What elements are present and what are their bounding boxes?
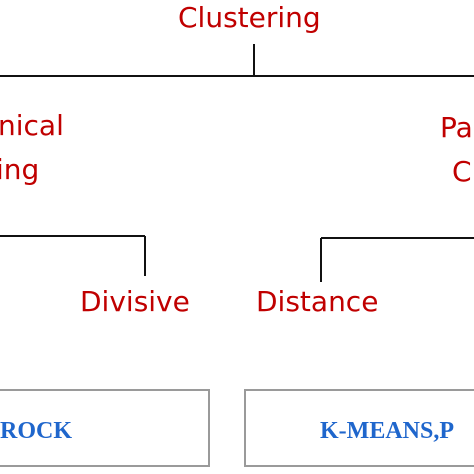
right-branch-label-line1: Pa: [440, 111, 473, 144]
left-branch-label-line1: nical: [0, 109, 64, 142]
left-algorithm-text: ROCK: [0, 418, 72, 444]
right-algorithm-text: K-MEANS,P: [320, 418, 454, 444]
right-algorithm-box: [244, 389, 474, 467]
root-node-label: Clustering: [178, 1, 321, 34]
distance-node-label: Distance: [256, 285, 379, 318]
left-algorithm-box: [0, 389, 210, 467]
divisive-node-label: Divisive: [80, 285, 190, 318]
right-branch-label-line2: C: [452, 155, 472, 188]
left-branch-label-line2: ing: [0, 153, 40, 186]
